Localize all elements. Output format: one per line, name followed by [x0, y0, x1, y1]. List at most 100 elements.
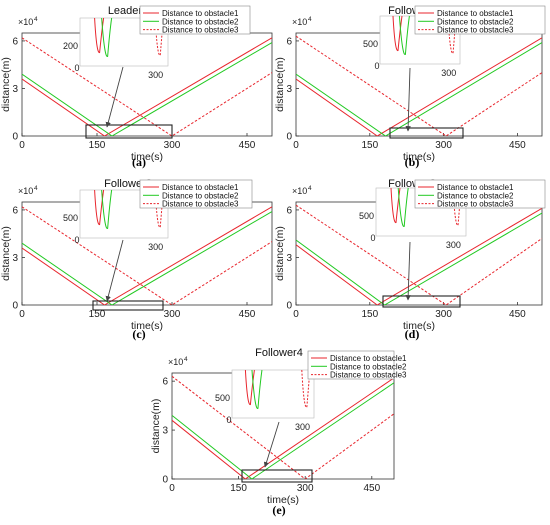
y-tick-label: 0 [12, 132, 18, 143]
y-tick-label: 0 [12, 301, 18, 312]
x-axis-label: time(s) [131, 320, 163, 332]
inset-y-tick-label: 500 [359, 211, 374, 221]
y-axis-label: distance(m) [0, 226, 12, 281]
x-tick-label: 300 [164, 309, 181, 320]
legend-label-obstacle1: Distance to obstacle1 [330, 354, 407, 363]
x-axis-label: time(s) [403, 320, 435, 332]
inset-x-tick-label: 0 [370, 233, 375, 243]
series-line-obstacle1 [172, 377, 394, 479]
inset-series-obstacle2 [398, 15, 410, 55]
y-axis-label: distance(m) [274, 57, 286, 112]
x-tick-label: 450 [239, 140, 256, 151]
series-group [22, 37, 272, 136]
inset-x-tick-label: 300 [148, 70, 163, 80]
inset-y-tick-label: 500 [63, 213, 78, 223]
x-axis-label: time(s) [403, 151, 435, 163]
zoom-arrow [405, 67, 411, 132]
x-tick-label: 0 [293, 140, 299, 151]
inset-series-obstacle2 [101, 17, 113, 57]
inset-x-tick-label: 0 [226, 415, 231, 425]
y-tick-label: 6 [12, 205, 18, 216]
x-tick-label: 300 [164, 140, 181, 151]
y-tick-label: 3 [286, 253, 292, 264]
y-axis-label: distance(m) [274, 226, 286, 281]
y-multiplier-exponent: 4 [308, 185, 312, 192]
x-tick-label: 450 [363, 483, 380, 494]
legend-label-obstacle3: Distance to obstacle3 [162, 200, 239, 209]
inset-x-tick-label: 300 [441, 68, 456, 78]
series-group [172, 375, 394, 479]
y-multiplier: ×10 [292, 17, 307, 27]
x-tick-label: 150 [361, 309, 378, 320]
x-tick-label: 150 [361, 140, 378, 151]
y-multiplier-exponent: 4 [34, 185, 38, 192]
x-tick-label: 150 [89, 140, 106, 151]
zoom-arrow [105, 239, 124, 302]
legend-label-obstacle2: Distance to obstacle2 [437, 17, 514, 26]
y-tick-label: 3 [286, 84, 292, 95]
x-tick-label: 300 [297, 483, 314, 494]
series-group [296, 204, 542, 305]
series-line-obstacle2 [296, 212, 542, 305]
zoom-arrow [105, 66, 124, 128]
y-tick-label: 3 [12, 84, 18, 95]
y-tick-label: 3 [12, 253, 18, 264]
x-axis-label: time(s) [267, 494, 299, 506]
x-tick-label: 300 [435, 309, 452, 320]
series-line-obstacle2 [22, 211, 272, 305]
chart-title: Leader1 [108, 5, 148, 17]
series-line-obstacle1 [22, 37, 272, 136]
y-tick-label: 6 [286, 205, 292, 216]
x-tick-label: 450 [239, 309, 256, 320]
x-tick-label: 450 [509, 309, 526, 320]
y-tick-label: 6 [286, 36, 292, 47]
x-tick-label: 450 [509, 140, 526, 151]
series-line-obstacle1 [296, 37, 542, 136]
inset-x-tick-label: 0 [74, 63, 79, 73]
series-group [22, 206, 272, 305]
series-line-obstacle2 [296, 42, 542, 136]
inset-x-tick-label: 300 [295, 422, 310, 432]
inset-series-obstacle2 [101, 189, 113, 229]
inset-series-obstacle2 [251, 369, 263, 409]
y-multiplier: ×10 [18, 186, 33, 196]
legend-label-obstacle2: Distance to obstacle2 [330, 362, 407, 371]
series-line-obstacle1 [296, 207, 542, 305]
inset-x-tick-label: 0 [374, 61, 379, 71]
legend-label-obstacle3: Distance to obstacle3 [437, 200, 514, 209]
x-tick-label: 300 [435, 140, 452, 151]
legend-frame [307, 350, 395, 380]
inset-series-obstacle2 [397, 187, 409, 227]
series-line-obstacle1 [22, 206, 272, 305]
y-axis-label: distance(m) [150, 399, 162, 454]
legend-frame [414, 5, 546, 35]
x-tick-label: 0 [169, 483, 175, 494]
x-tick-label: 150 [89, 309, 106, 320]
legend-label-obstacle3: Distance to obstacle3 [162, 26, 239, 35]
legend-frame [414, 179, 546, 209]
series-line-obstacle3 [172, 375, 394, 479]
x-axis-label: time(s) [131, 151, 163, 163]
legend-label-obstacle1: Distance to obstacle1 [437, 183, 514, 192]
subfigure-label: (e) [272, 503, 285, 517]
x-tick-label: 150 [230, 483, 247, 494]
legend-label-obstacle1: Distance to obstacle1 [162, 9, 239, 18]
inset-frame [231, 369, 315, 419]
zoom-arrow [405, 241, 411, 301]
subfigure-label: (a) [132, 155, 146, 169]
y-multiplier: ×10 [292, 186, 307, 196]
series-line-obstacle2 [172, 382, 394, 479]
legend-label-obstacle3: Distance to obstacle3 [437, 26, 514, 35]
zoom-arrow [263, 421, 280, 468]
y-tick-label: 6 [162, 377, 168, 388]
series-group [296, 35, 542, 136]
